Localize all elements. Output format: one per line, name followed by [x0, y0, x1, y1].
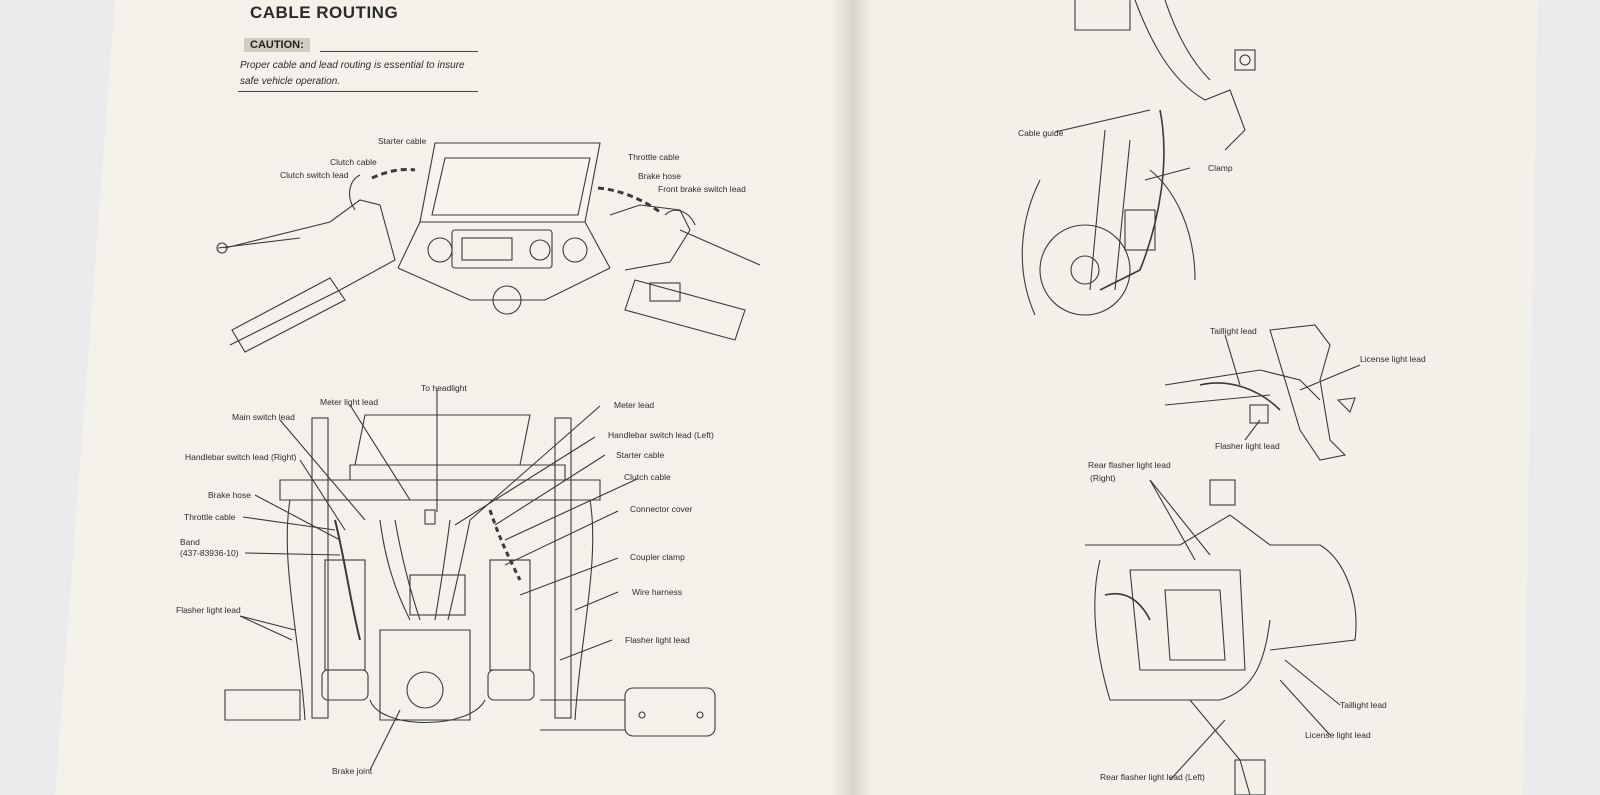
label-taillight-lead-top: Taillight lead [1210, 326, 1257, 336]
caution-text: Proper cable and lead routing is essenti… [240, 60, 465, 87]
label-brake-joint: Brake joint [332, 766, 373, 776]
label-flasher-light-lead-left: Flasher light lead [176, 605, 241, 615]
label-wire-harness: Wire harness [632, 587, 683, 597]
label-clutch-switch-lead: Clutch switch lead [280, 170, 349, 180]
caution-label: CAUTION: [244, 38, 310, 52]
bleed-through-text [1210, 0, 1510, 200]
handlebar-front-diagram [224, 390, 716, 771]
caution-bottom-rule [238, 91, 478, 92]
label-connector-cover: Connector cover [630, 504, 693, 514]
label-front-brake-switch-lead: Front brake switch lead [658, 184, 746, 194]
label-clamp: Clamp [1208, 163, 1233, 173]
label-band-part-number: (437-83936-10) [180, 548, 239, 558]
label-coupler-clamp: Coupler clamp [630, 552, 685, 562]
label-license-light-lead-top: License light lead [1360, 354, 1426, 364]
label-clutch-cable-lower: Clutch cable [624, 472, 671, 482]
label-flasher-light-lead-rear: Flasher light lead [1215, 441, 1280, 451]
label-license-light-lead-bottom: License light lead [1305, 730, 1371, 740]
label-handlebar-switch-lead-left: Handlebar switch lead (Left) [608, 430, 714, 440]
label-meter-lead: Meter lead [614, 400, 655, 410]
label-rear-flasher-right: Rear flasher light lead [1088, 460, 1171, 470]
label-flasher-light-lead-right: Flasher light lead [625, 635, 690, 645]
label-handlebar-switch-lead-right: Handlebar switch lead (Right) [185, 452, 297, 462]
label-brake-hose-lower: Brake hose [208, 490, 251, 500]
page-title: CABLE ROUTING [250, 3, 399, 22]
taillight-diagram [1164, 324, 1361, 461]
label-throttle-cable-lower: Throttle cable [184, 512, 236, 522]
label-rear-flasher-right-side: (Right) [1090, 473, 1116, 483]
book-gutter [832, 0, 872, 795]
right-manual-page [848, 0, 1538, 795]
label-band: Band [180, 537, 200, 547]
handlebar-top-diagram [216, 142, 761, 353]
label-starter-cable-lower: Starter cable [616, 450, 665, 460]
label-main-switch-lead: Main switch lead [232, 412, 295, 422]
rear-fender-diagram [1085, 479, 1357, 795]
caution-top-rule [320, 51, 478, 52]
label-starter-cable: Starter cable [378, 136, 427, 146]
left-manual-page [55, 0, 855, 795]
label-brake-hose: Brake hose [638, 171, 681, 181]
label-to-headlight: To headlight [421, 383, 467, 393]
front-fork-diagram [1021, 0, 1256, 316]
label-cable-guide: Cable guide [1018, 128, 1064, 138]
label-rear-flasher-left: Rear flasher light lead (Left) [1100, 772, 1205, 782]
label-clutch-cable: Clutch cable [330, 157, 377, 167]
label-throttle-cable: Throttle cable [628, 152, 680, 162]
label-meter-light-lead: Meter light lead [320, 397, 379, 407]
label-taillight-lead-bottom: Taillight lead [1340, 700, 1387, 710]
